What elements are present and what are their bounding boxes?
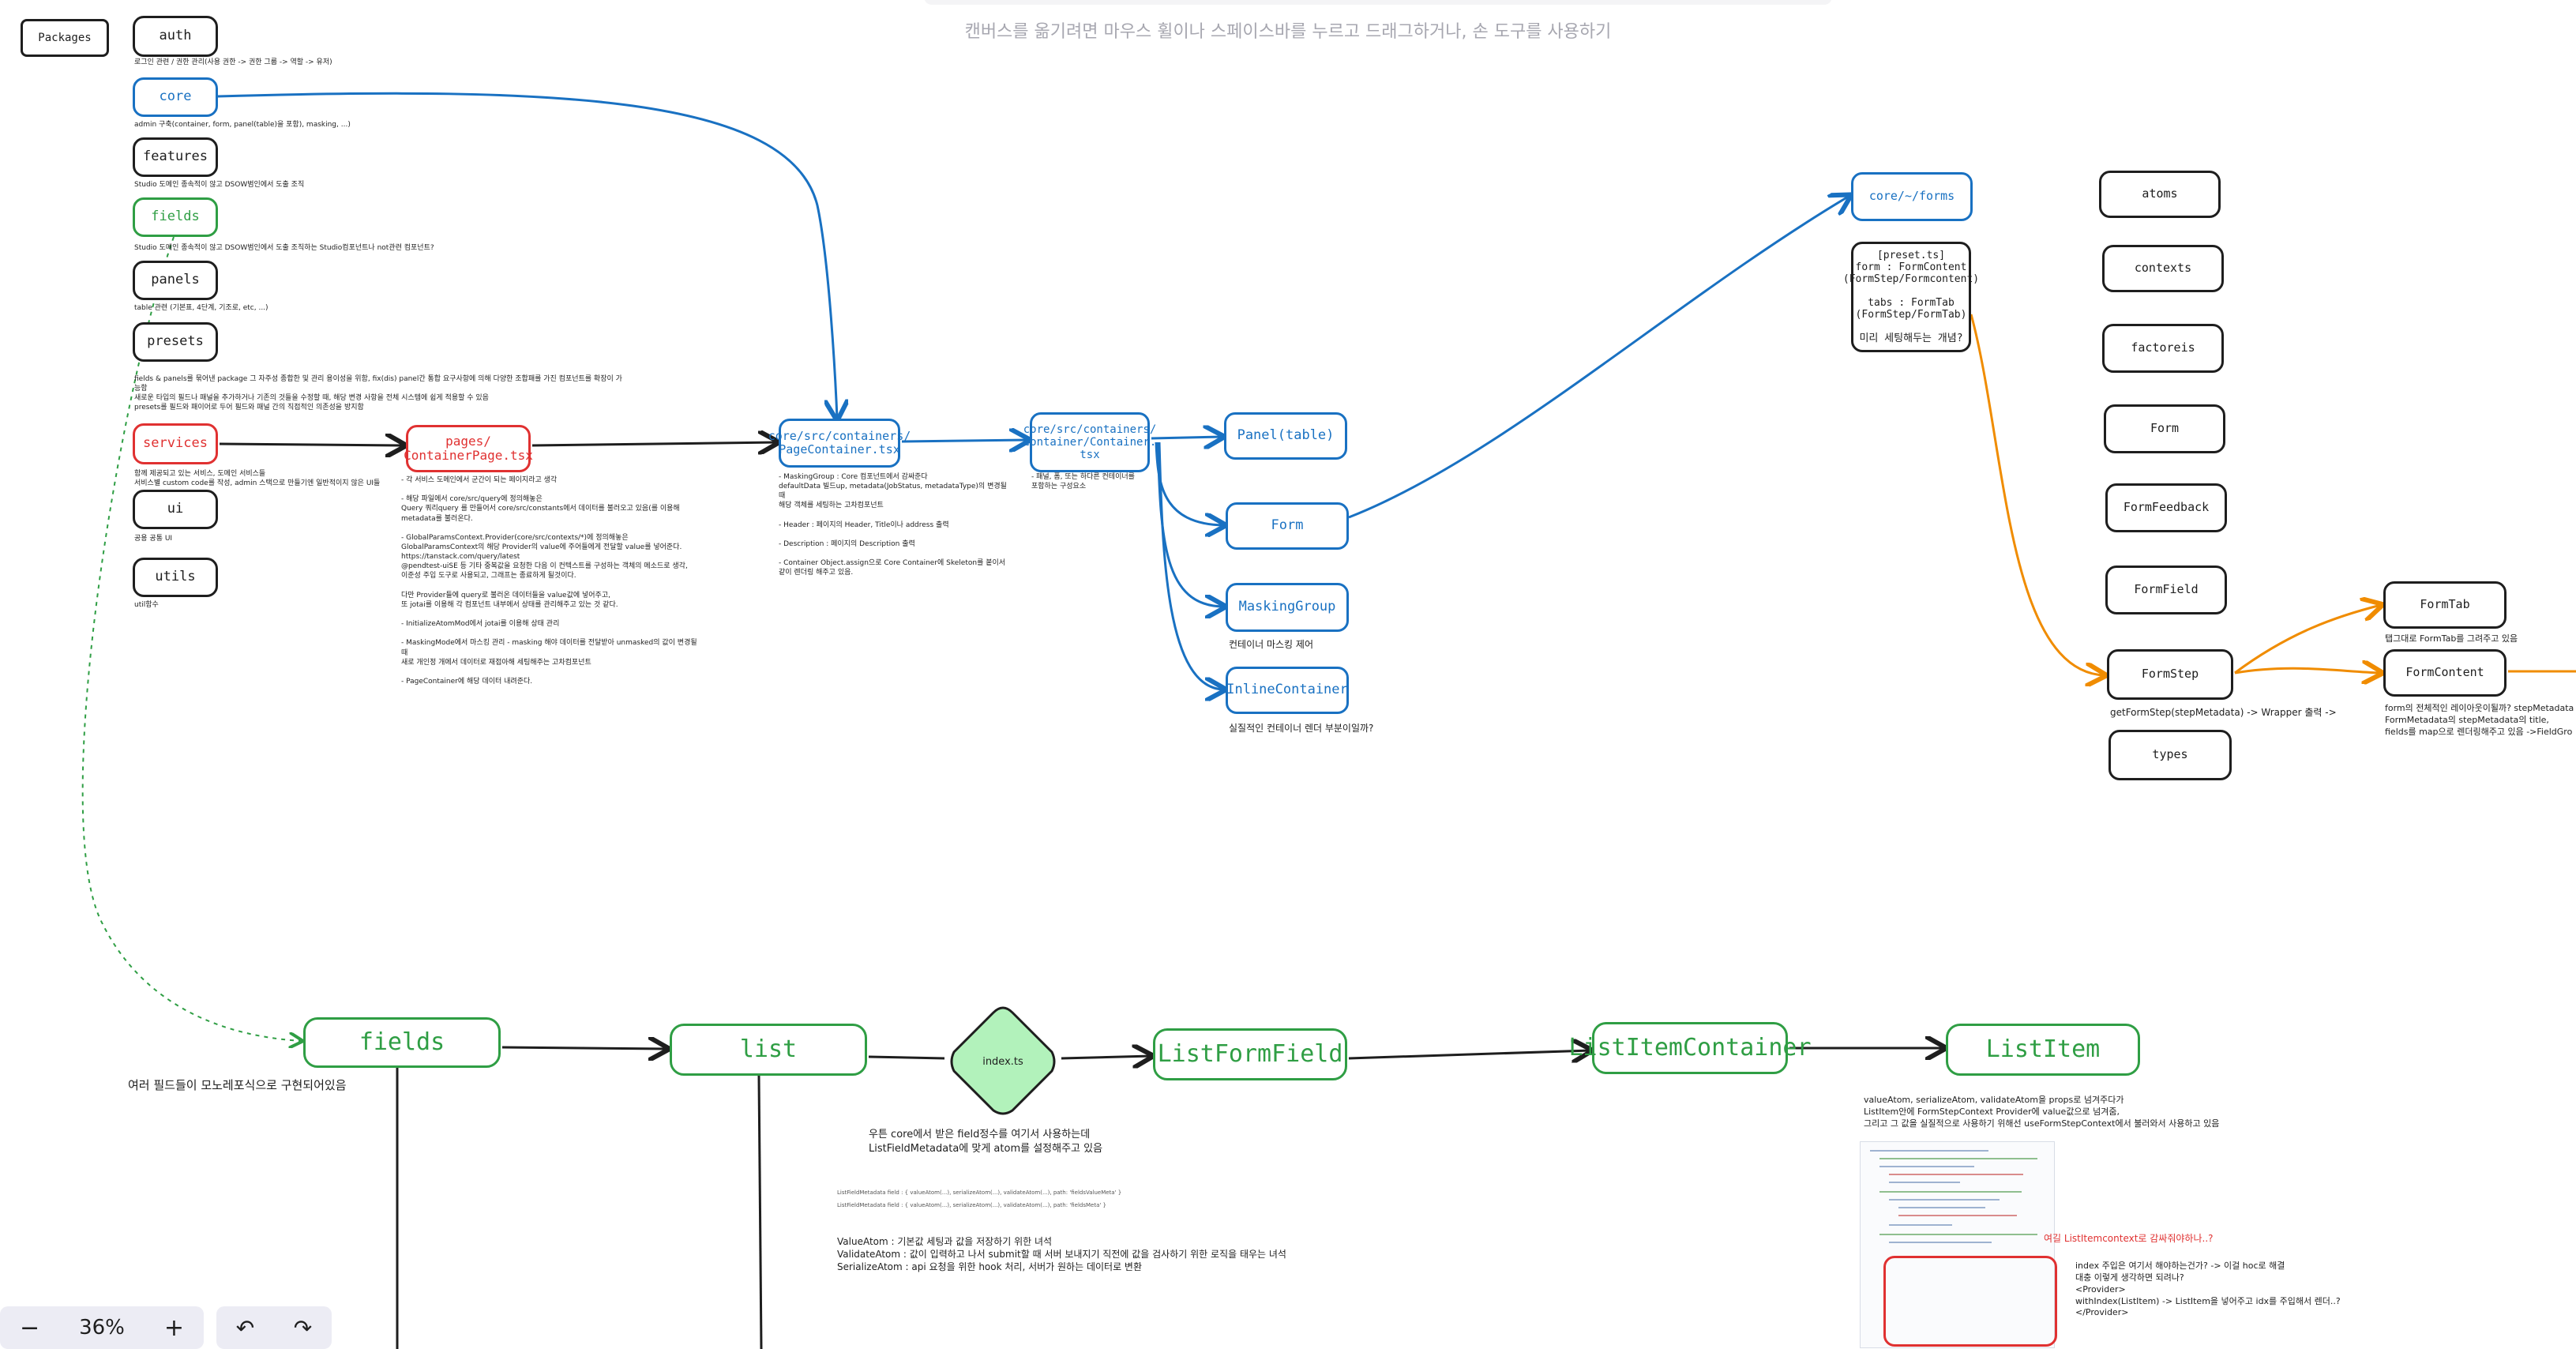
line-list-down (757, 1075, 763, 1349)
arrow-container-to-masking (1156, 442, 1224, 607)
fields-package-box[interactable]: fields (133, 197, 218, 237)
container-page-box[interactable]: pages/ ContainerPage.tsx (404, 425, 533, 472)
features-note: Studio 도메인 종속적이 않고 DSOW범인에서 도출 조직 (134, 181, 305, 189)
atoms-box[interactable]: atoms (2099, 171, 2221, 218)
zoom-level-button[interactable]: 36% (79, 1316, 125, 1340)
panels-box[interactable]: panels (133, 261, 218, 300)
code-line-1: ListFieldMetadata field : { valueAtom(..… (837, 1189, 1122, 1196)
ui-box[interactable]: ui (133, 490, 218, 529)
auth-box[interactable]: auth (133, 16, 218, 57)
list-item-box[interactable]: ListItem (1946, 1024, 2140, 1076)
list-item-note: valueAtom, serializeAtom, validateAtom을 … (1864, 1095, 2220, 1129)
atoms-note: ValueAtom : 기본값 세팅과 값을 저장하기 위한 녀석 Valida… (837, 1236, 1286, 1273)
code-highlight-outline (1883, 1256, 2057, 1347)
form-field-box[interactable]: FormField (2105, 566, 2227, 614)
list-item-container-box[interactable]: ListItemContainer (1568, 1022, 1812, 1074)
arrow-container-to-panel (1151, 437, 1222, 438)
core-box[interactable]: core (133, 77, 218, 117)
list-note: 우튼 core에서 받은 field정수를 여기서 사용하는데 ListFiel… (869, 1129, 1103, 1155)
code-line-2: ListFieldMetadata field : { valueAtom(..… (837, 1202, 1106, 1208)
list-box[interactable]: list (670, 1024, 867, 1076)
presets-box[interactable]: presets (133, 322, 218, 362)
arrow-services-to-containerpage (219, 444, 404, 445)
fields-package-note: Studio 도메인 종속적이 않고 DSOW범인에서 도출 조직하는 Stud… (134, 244, 434, 252)
preset-ts-box[interactable]: [preset.ts] form : FormContent (FormStep… (1843, 242, 1979, 352)
auth-note: 로그인 관련 / 권한 관리(사용 권한 -> 권한 그룹 -> 역할 -> 유… (134, 58, 332, 66)
form-box[interactable]: Form (1226, 502, 1349, 550)
page-container-box[interactable]: core/src/containers/ PageContainer.tsx (768, 419, 911, 468)
factories-box[interactable]: factoreis (2102, 324, 2224, 373)
arrow-formstep-to-formtab (2234, 605, 2381, 674)
form-step-box[interactable]: FormStep (2107, 649, 2233, 700)
core-note: admin 구축(container, form, panel(table)을 … (134, 121, 351, 129)
panel-table-box[interactable]: Panel(table) (1224, 412, 1347, 460)
contexts-box[interactable]: contexts (2102, 245, 2224, 292)
services-note: 함께 제공되고 있는 서비스, 도메인 서비스들 서비스별 custom cod… (134, 470, 381, 488)
container-page-note: - 각 서비스 도메인에서 군간이 되는 페이지라고 생각 - 해당 파일에서 … (401, 476, 697, 686)
inline-container-box[interactable]: InlineContainer (1226, 667, 1349, 714)
packages-title-box[interactable]: Packages (21, 19, 109, 57)
utils-note: util함수 (134, 601, 159, 609)
panels-note: table 관련 (기본표, 4단계, 기조로, etc, ...) (134, 304, 268, 312)
fields-note: 여러 필드들이 모노레포식으로 구현되어있음 (128, 1078, 347, 1092)
provider-note: index 주입은 여기서 해야하는건가? -> 이걸 hoc로 해결 대충 이… (2075, 1261, 2341, 1318)
arrow-core-to-pagecontainer (217, 92, 837, 419)
form-tab-note: 탭그대로 FormTab를 그려주고 있음 (2385, 633, 2518, 644)
arrow-indexts-to-listformfield (1061, 1056, 1151, 1058)
form-tab-box[interactable]: FormTab (2383, 581, 2507, 629)
arrow-list-to-indexts (868, 1055, 945, 1060)
ui-note: 공용 공통 UI (134, 535, 173, 543)
code-screenshot-image (1860, 1141, 2055, 1348)
canvas-hint: 캔버스를 옮기려면 마우스 휠이나 스페이스바를 누르고 드래그하거나, 손 도… (964, 22, 1612, 42)
container-note: - 패널, 폼, 또는 하다른 컨테이너를 포함하는 구성요소 (1031, 473, 1135, 491)
arrow-fields-package-to-fields (81, 236, 302, 1041)
arrow-containerpage-to-pagecontainer (531, 442, 777, 445)
arrow-form-to-coreforms (1348, 196, 1849, 519)
page-container-note: - MaskingGroup : Core 컴포넌트에서 감싸준다 defaul… (779, 473, 1007, 577)
form-feedback-box[interactable]: FormFeedback (2105, 483, 2227, 532)
red-question-note: 여길 ListItemcontext로 감싸줘야하나..? (2044, 1233, 2214, 1244)
zoom-out-button[interactable]: − (19, 1313, 40, 1342)
masking-group-box[interactable]: MaskingGroup (1226, 583, 1349, 632)
utils-box[interactable]: utils (133, 558, 218, 597)
fields-box[interactable]: fields (303, 1017, 501, 1068)
arrow-preset-to-formstep (1970, 314, 2105, 675)
core-forms-box[interactable]: core/~/forms (1851, 172, 1973, 221)
presets-note: fields & panels를 묶어낸 package 그 자주성 종합한 및… (134, 375, 622, 412)
top-toolbar-edge (924, 0, 1832, 5)
arrow-pagecontainer-to-container (901, 440, 1028, 442)
masking-note: 컨테이너 마스킹 제어 (1229, 639, 1313, 650)
types-box[interactable]: types (2108, 730, 2232, 780)
zoom-controls: − 36% + (0, 1306, 204, 1349)
history-controls: ↶ ↷ (216, 1306, 332, 1349)
form-dir-box[interactable]: Form (2104, 404, 2225, 453)
arrow-formstep-to-formcontent (2234, 668, 2381, 673)
zoom-in-button[interactable]: + (163, 1313, 184, 1342)
form-content-box[interactable]: FormContent (2383, 649, 2507, 697)
arrow-fields-to-list (501, 1047, 667, 1049)
redo-button[interactable]: ↷ (293, 1314, 313, 1341)
form-content-note: form의 전체적인 레이아웃이될까? stepMetadata FormMet… (2385, 703, 2574, 737)
list-form-field-box[interactable]: ListFormField (1153, 1028, 1347, 1080)
services-box[interactable]: services (133, 423, 218, 464)
undo-button[interactable]: ↶ (235, 1314, 255, 1341)
index-ts-label: index.ts (982, 1055, 1023, 1068)
features-box[interactable]: features (133, 137, 218, 177)
index-ts-diamond[interactable] (946, 1005, 1060, 1118)
arrow-container-to-form (1155, 442, 1224, 525)
form-step-note: getFormStep(stepMetadata) -> Wrapper 출력 … (2110, 707, 2337, 718)
arrow-listformfield-to-listitemcontainer (1348, 1050, 1590, 1058)
container-box[interactable]: core/src/containers/ Container/Container… (1023, 412, 1156, 472)
inline-note: 실질적인 컨테이너 렌더 부분이일까? (1229, 723, 1374, 734)
arrow-container-to-inline (1158, 442, 1224, 690)
